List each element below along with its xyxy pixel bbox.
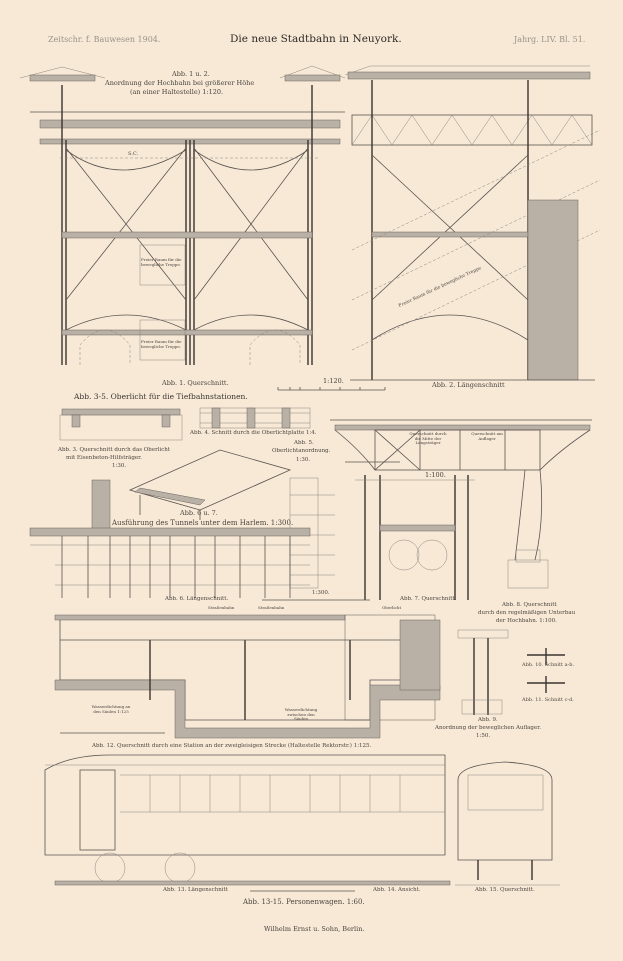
fig1-label-stair2: Freier Raum für die bewegliche Treppe. (141, 339, 182, 349)
fig9-title: Abb. 9. (478, 717, 498, 723)
fig13-caption: Abb. 13. Längenschnitt (163, 887, 228, 893)
volume-info: Jahrg. LIV. Bl. 51. (514, 35, 586, 44)
fig3-skylight-section (59, 408, 183, 441)
fig1-scale: 1:120. (323, 377, 344, 385)
fig15-caption: Abb. 15. Querschnitt. (475, 887, 535, 893)
fig6-caption: Abb. 6. Längenschnitt. (165, 596, 229, 602)
journal-name: Zeitschr. f. Bauwesen 1904. (48, 35, 161, 44)
fig3-caption2: mit Eisenbeton-Hilfsträger. (66, 455, 142, 461)
fig6-7-perspective (128, 449, 292, 520)
fig8-label-a: Querschnitt durch die Mitte der Längsträ… (409, 431, 447, 446)
fig9-11-movable-bearing (457, 629, 565, 715)
fig5-scale: 1:30. (296, 457, 311, 463)
fig12-label-street2: Straßenbahn (258, 605, 285, 610)
fig4-skylight-plate (199, 407, 311, 429)
fig7-caption: Abb. 7. Querschnitt. (400, 596, 457, 602)
fig12-label-street1: Straßenbahn (208, 605, 235, 610)
fig3-scale: 1:30. (112, 463, 127, 469)
fig6-tunnel-longitudinal (29, 479, 311, 598)
fig4-caption: Abb. 4. Schnitt durch die Oberlichtplatt… (190, 430, 317, 436)
fig12-label-waterproof2: Wasserdichtung zwischen den Säulen (284, 707, 318, 722)
fig1-2-title: Abb. 1 u. 2. (172, 70, 210, 78)
fig2-caption: Abb. 2. Längenschnitt (432, 381, 505, 389)
fig8-caption: Abb. 8. Querschnitt (502, 602, 557, 608)
fig1-cross-section (19, 65, 346, 365)
fig6-scale: 1:300. (312, 590, 330, 596)
fig1-caption: Abb. 1. Querschnitt. (162, 379, 229, 387)
fig12-station-cross-section (54, 614, 441, 739)
fig1-label-sc: S.C. (128, 151, 139, 157)
fig12-label-waterproof1: Wasserdichtung an den Säulen 1:125 (91, 704, 131, 714)
fig3-caption: Abb. 3. Querschnitt durch das Oberlicht (58, 447, 171, 453)
fig3-5-title: Abb. 3-5. Oberlicht für die Tiefbahnstat… (74, 392, 248, 401)
fig8-viaduct-cross-section (330, 419, 592, 589)
fig10-caption: Abb. 10. Schnitt a-b. (522, 662, 575, 668)
fig2-longitudinal-section (344, 65, 601, 381)
fig5-caption: Oberlichtanordnung. (272, 448, 331, 454)
fig1-2-subtitle2: (an einer Haltestelle) 1:120. (130, 88, 224, 96)
fig11-caption: Abb. 11. Schnitt c-d. (522, 697, 574, 703)
publisher: Wilhelm Ernst u. Sohn, Berlin. (264, 925, 365, 933)
scale-bar-1-120 (277, 387, 386, 391)
fig8-caption2: durch den regelmäßigen Unterbau (478, 610, 576, 616)
fig9-scale: 1:50. (476, 733, 491, 739)
fig6-7-caption: Ausführung des Tunnels unter dem Harlem.… (112, 519, 294, 527)
fig7-tunnel-cross-section (355, 475, 475, 600)
plate-title: Die neue Stadtbahn in Neuyork. (230, 33, 402, 45)
fig5-title: Abb. 5. (294, 440, 314, 446)
roof-outline-left (19, 66, 106, 79)
fig8-caption3: der Hochbahn. 1:100. (496, 618, 557, 624)
fig1-label-stair: Freier Raum für die bewegliche Treppe. (141, 257, 182, 267)
fig12-caption: Abb. 12. Querschnitt durch eine Station … (92, 743, 372, 749)
fig13-15-title: Abb. 13-15. Personenwagen. 1:60. (243, 898, 365, 906)
fig6-7-title: Abb. 6 u. 7. (180, 509, 218, 517)
fig1-2-subtitle: Anordnung der Hochbahn bei größerer Höhe (105, 79, 255, 87)
fig14-caption: Abb. 14. Ansicht. (373, 887, 421, 893)
fig15-car-cross-section (455, 761, 560, 886)
fig12-label-skylight: Oberlicht (382, 605, 402, 610)
fig9-caption: Anordnung der beweglichen Auflager. (435, 725, 541, 731)
fig13-14-passenger-car (44, 754, 451, 892)
fig8-scale: 1:100. (425, 471, 446, 479)
fig8-label-b: Querschnitt am Auflager (471, 431, 503, 441)
